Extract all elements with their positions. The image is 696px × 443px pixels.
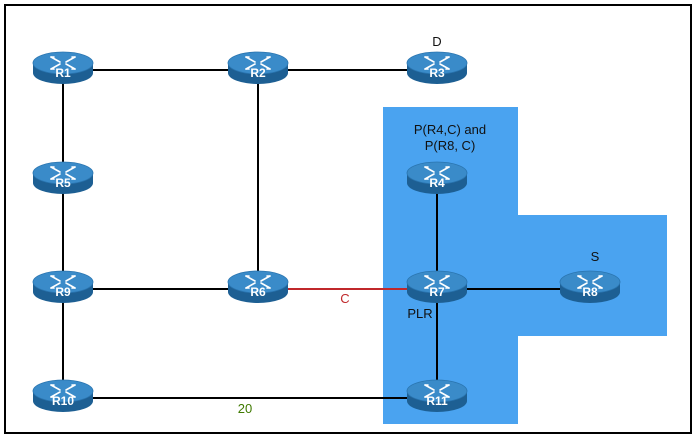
router-r2[interactable]: R2	[227, 51, 289, 84]
router-arrows-icon	[245, 56, 271, 70]
router-arrows-icon	[577, 275, 603, 289]
link-c-label: C	[340, 291, 349, 306]
router-icon-top	[32, 270, 94, 294]
router-icon-top	[406, 161, 468, 185]
router-label: R1	[55, 66, 71, 80]
router-r11[interactable]: R11	[406, 379, 468, 412]
router-label: R11	[426, 394, 448, 408]
router-label: R2	[250, 66, 266, 80]
router-label: R3	[429, 66, 445, 80]
router-r9[interactable]: R9	[32, 270, 94, 303]
router-arrows-icon	[50, 384, 76, 398]
router-label: R10	[52, 394, 74, 408]
router-arrows-icon	[50, 56, 76, 70]
router-icon-top	[227, 51, 289, 75]
router-label: R9	[55, 285, 71, 299]
router-icon-top	[32, 51, 94, 75]
router-r7[interactable]: R7	[406, 270, 468, 303]
router-arrows-icon	[424, 56, 450, 70]
router-arrows-icon	[424, 384, 450, 398]
plr-label: PLR	[407, 306, 432, 321]
router-label: R6	[250, 285, 266, 299]
router-r10[interactable]: R10	[32, 379, 94, 412]
router-icon-top	[406, 51, 468, 75]
router-icon-top	[227, 270, 289, 294]
router-icon-top	[32, 379, 94, 403]
router-r4[interactable]: R4	[406, 161, 468, 194]
router-label: R8	[582, 285, 598, 299]
router-icon-top	[406, 379, 468, 403]
router-arrows-icon	[50, 275, 76, 289]
router-arrows-icon	[245, 275, 271, 289]
router-r5[interactable]: R5	[32, 161, 94, 194]
router-r8[interactable]: R8	[559, 270, 621, 303]
router-r1[interactable]: R1	[32, 51, 94, 84]
router-arrows-icon	[424, 275, 450, 289]
p-space-label-line2: P(R8, C)	[425, 138, 476, 153]
router-r3[interactable]: R3	[406, 51, 468, 84]
router-label: R4	[429, 176, 445, 190]
router-arrows-icon	[50, 166, 76, 180]
p-space-region	[383, 107, 667, 424]
router-icon-top	[32, 161, 94, 185]
destination-label: D	[432, 34, 441, 49]
router-icon-top	[406, 270, 468, 294]
router-arrows-icon	[424, 166, 450, 180]
router-label: R5	[55, 176, 71, 190]
p-space-label-line1: P(R4,C) and	[414, 122, 486, 137]
metric-label: 20	[238, 401, 252, 416]
router-label: R7	[429, 285, 445, 299]
router-icon-top	[559, 270, 621, 294]
router-r6[interactable]: R6	[227, 270, 289, 303]
source-label: S	[591, 249, 600, 264]
diagram-frame	[4, 4, 692, 434]
